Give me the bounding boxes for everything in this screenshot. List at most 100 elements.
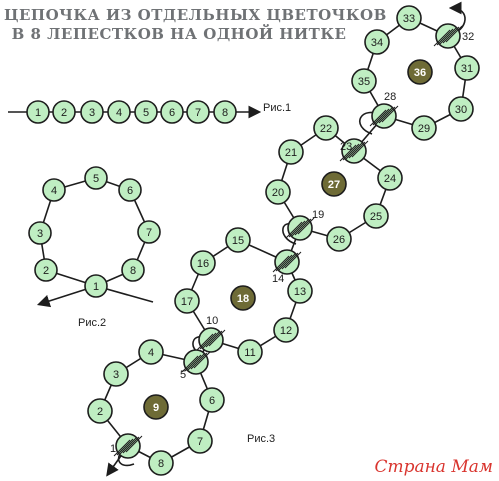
bead-circle bbox=[160, 100, 184, 124]
bead-hatch bbox=[202, 331, 220, 349]
fig3-bead-26: 26 bbox=[326, 226, 352, 252]
bead-number: 17 bbox=[181, 296, 193, 308]
bead-number: 30 bbox=[455, 104, 467, 116]
fig3-outside-label-19: 19 bbox=[312, 209, 324, 221]
fig3-outside-label-10: 10 bbox=[206, 315, 218, 327]
bead-circle bbox=[187, 428, 213, 454]
title-line-1: ЦЕПОЧКА ИЗ ОТДЕЛЬНЫХ ЦВЕТОЧКОВ bbox=[4, 6, 387, 24]
bead-number: 13 bbox=[294, 286, 306, 298]
bead-hatch bbox=[381, 105, 399, 123]
bead-hatch bbox=[439, 27, 457, 45]
fig3-bead-3: 3 bbox=[103, 361, 129, 387]
bead-number: 4 bbox=[148, 347, 154, 359]
bead-number: 24 bbox=[384, 173, 396, 185]
bead-hatch bbox=[345, 142, 363, 160]
bead-number: 16 bbox=[197, 258, 209, 270]
bead-hatch bbox=[199, 332, 217, 350]
bead-circle bbox=[107, 100, 131, 124]
bead-hatch bbox=[445, 25, 463, 43]
bead-number: 6 bbox=[169, 107, 175, 119]
fig3-bead-10 bbox=[196, 327, 226, 353]
bead-number: 12 bbox=[280, 325, 292, 337]
bead-circle bbox=[225, 227, 251, 253]
fig1-bead-4: 4 bbox=[107, 100, 131, 124]
fig3-outside-label-23: 23 bbox=[340, 141, 352, 153]
bead-hatch bbox=[339, 144, 357, 162]
fig3-bead-13: 13 bbox=[287, 278, 313, 304]
fig3-bead-12: 12 bbox=[273, 317, 299, 343]
bead-number: 11 bbox=[244, 347, 255, 359]
fig2-bead-3: 3 bbox=[28, 221, 52, 245]
bead-hatch bbox=[113, 439, 131, 457]
bead-hatch bbox=[284, 251, 302, 269]
fig3-bead-30: 30 bbox=[448, 96, 474, 122]
fig3-bead-23 bbox=[339, 138, 369, 164]
fig2-bead-8: 8 bbox=[121, 258, 145, 282]
fig3-bead-22: 22 bbox=[313, 115, 339, 141]
bead-hatch bbox=[208, 329, 226, 347]
fig2-bead-7: 7 bbox=[137, 220, 161, 244]
bead-number: 8 bbox=[222, 107, 228, 119]
fig3-bead-5 bbox=[181, 349, 211, 375]
bead-number: 15 bbox=[232, 235, 244, 247]
fig3-bead-36: 36 bbox=[407, 59, 433, 85]
bead-hatch bbox=[196, 333, 214, 351]
bead-number: 2 bbox=[43, 265, 49, 277]
fig3-outside-label-5: 5 bbox=[180, 369, 186, 381]
bead-circle bbox=[213, 100, 237, 124]
fig3-bead-21: 21 bbox=[278, 139, 304, 165]
bead-hatch bbox=[297, 217, 315, 235]
fig3-bead-1 bbox=[113, 433, 143, 459]
fig1-bead-7: 7 bbox=[186, 100, 210, 124]
bead-circle bbox=[396, 5, 422, 31]
bead-circle bbox=[190, 250, 216, 276]
bead-hatch bbox=[125, 435, 143, 453]
bead-circle bbox=[407, 59, 433, 85]
fig1-bead-1: 1 bbox=[26, 100, 50, 124]
bead-circle bbox=[28, 221, 52, 245]
bead-circle bbox=[411, 115, 437, 141]
bead-circle bbox=[273, 317, 299, 343]
fig3-outside-label-14: 14 bbox=[272, 273, 284, 285]
fig3-outside-label-1: 1 bbox=[110, 443, 116, 455]
bead-circle bbox=[87, 398, 113, 424]
bead-number: 18 bbox=[237, 293, 249, 305]
bead-hatch bbox=[433, 29, 451, 47]
fig3-bead-24: 24 bbox=[377, 165, 403, 191]
fig3-bead-28 bbox=[369, 103, 399, 129]
fig3-bead-18: 18 bbox=[230, 285, 256, 311]
bead-circle bbox=[80, 100, 104, 124]
bead-number: 29 bbox=[418, 123, 430, 135]
bead-number: 5 bbox=[143, 107, 149, 119]
bead-hatch bbox=[436, 28, 454, 46]
bead-hatch bbox=[116, 438, 134, 456]
fig3-bead-35: 35 bbox=[351, 68, 377, 94]
fig1-bead-6: 6 bbox=[160, 100, 184, 124]
bead-number: 36 bbox=[414, 67, 426, 79]
fig3-bead-31: 31 bbox=[454, 55, 480, 81]
bead-number: 4 bbox=[116, 107, 122, 119]
bead-hatch bbox=[369, 109, 387, 127]
bead-hatch bbox=[288, 220, 306, 238]
bead-circle bbox=[143, 394, 169, 420]
bead-number: 5 bbox=[93, 173, 99, 185]
bead-hatch bbox=[272, 255, 290, 273]
bead-hatch bbox=[181, 355, 199, 373]
fig3-bead-19 bbox=[285, 215, 315, 241]
fig3-bead-15: 15 bbox=[225, 227, 251, 253]
fig3-bead-29: 29 bbox=[411, 115, 437, 141]
bead-hatch bbox=[348, 141, 366, 159]
fig3-bead-33: 33 bbox=[396, 5, 422, 31]
fig2-bead-5: 5 bbox=[84, 166, 108, 190]
fig1-bead-3: 3 bbox=[80, 100, 104, 124]
bead-number: 1 bbox=[93, 281, 99, 293]
fig3-bead-11: 11 bbox=[237, 339, 263, 365]
fig3-bead-17: 17 bbox=[174, 288, 200, 314]
fig2-caption: Рис.2 bbox=[78, 317, 106, 329]
bead-number: 22 bbox=[320, 123, 332, 135]
bead-hatch bbox=[122, 436, 140, 454]
